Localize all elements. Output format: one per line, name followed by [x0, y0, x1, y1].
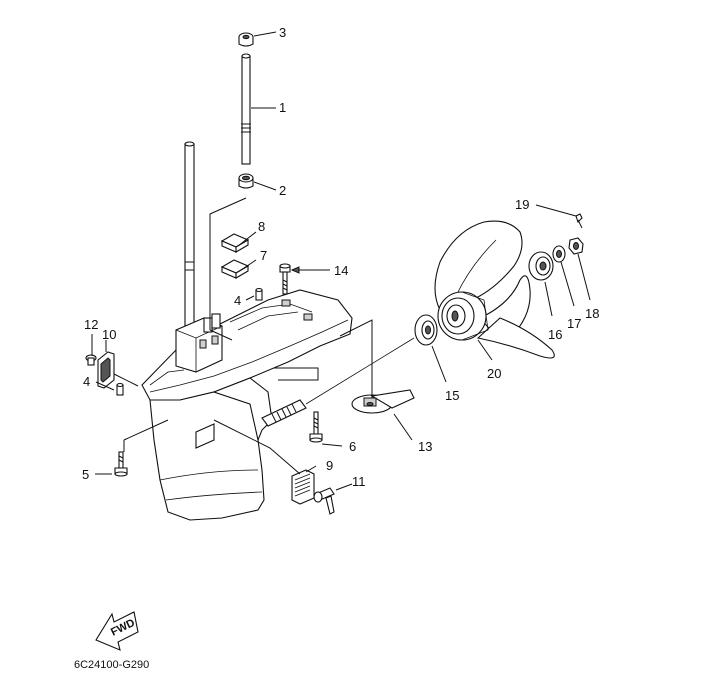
- part-6-bolt: [309, 411, 323, 443]
- label-part-8: 8: [258, 219, 265, 234]
- diagram-caption: 6C24100-G290: [74, 659, 149, 671]
- part-2-bushing: [238, 173, 254, 189]
- label-part-4-lower: 4: [83, 374, 90, 389]
- part-15-thrust-washer: [414, 314, 438, 346]
- label-part-13: 13: [418, 439, 432, 454]
- part-17-washer: [552, 245, 566, 263]
- label-part-11: 11: [352, 474, 366, 489]
- part-7-pad: [220, 259, 250, 279]
- label-part-5: 5: [82, 467, 89, 482]
- leader-lines: [91, 31, 591, 491]
- label-part-2: 2: [279, 183, 286, 198]
- prop-shaft-splines: [271, 403, 297, 423]
- label-part-7: 7: [260, 248, 267, 263]
- part-labels: 3 1 2 8 7 14 4 12 10 4 5 6 9 11 13 15 20…: [82, 25, 599, 489]
- part-10-anode: [97, 351, 115, 389]
- part-5-bolt: [114, 451, 128, 477]
- label-part-10: 10: [102, 327, 116, 342]
- part-4-dowel-lower: [116, 382, 124, 396]
- part-3-nut: [238, 32, 254, 47]
- label-part-12: 12: [84, 317, 98, 332]
- part-9-anode: [291, 469, 315, 505]
- part-19-cotter-pin: [575, 213, 583, 229]
- label-part-3: 3: [279, 25, 286, 40]
- part-18-nut: [568, 237, 584, 255]
- label-part-17: 17: [567, 316, 581, 331]
- label-part-14: 14: [334, 263, 348, 278]
- lower-case-body: [141, 289, 353, 521]
- label-part-19: 19: [515, 197, 529, 212]
- part-13-trim-tab: [351, 389, 415, 414]
- label-part-9: 9: [326, 458, 333, 473]
- part-12-bolt: [85, 354, 97, 366]
- label-part-4-upper: 4: [234, 293, 241, 308]
- label-part-1: 1: [279, 100, 286, 115]
- label-part-16: 16: [548, 327, 562, 342]
- label-part-18: 18: [585, 306, 599, 321]
- part-20-propeller: [434, 220, 555, 359]
- label-part-15: 15: [445, 388, 459, 403]
- label-part-20: 20: [487, 366, 501, 381]
- part-16-spacer: [528, 251, 554, 281]
- part-4-dowel-upper: [255, 287, 263, 301]
- part-1-drive-shaft: [241, 53, 251, 165]
- part-11-screw: [313, 487, 335, 515]
- part-14-bolt: [279, 263, 291, 295]
- fwd-arrow: FWD: [95, 611, 139, 651]
- label-part-6: 6: [349, 439, 356, 454]
- part-9-mesh: [294, 473, 311, 497]
- vertical-tube: [184, 141, 195, 335]
- part-8-pad: [220, 233, 250, 253]
